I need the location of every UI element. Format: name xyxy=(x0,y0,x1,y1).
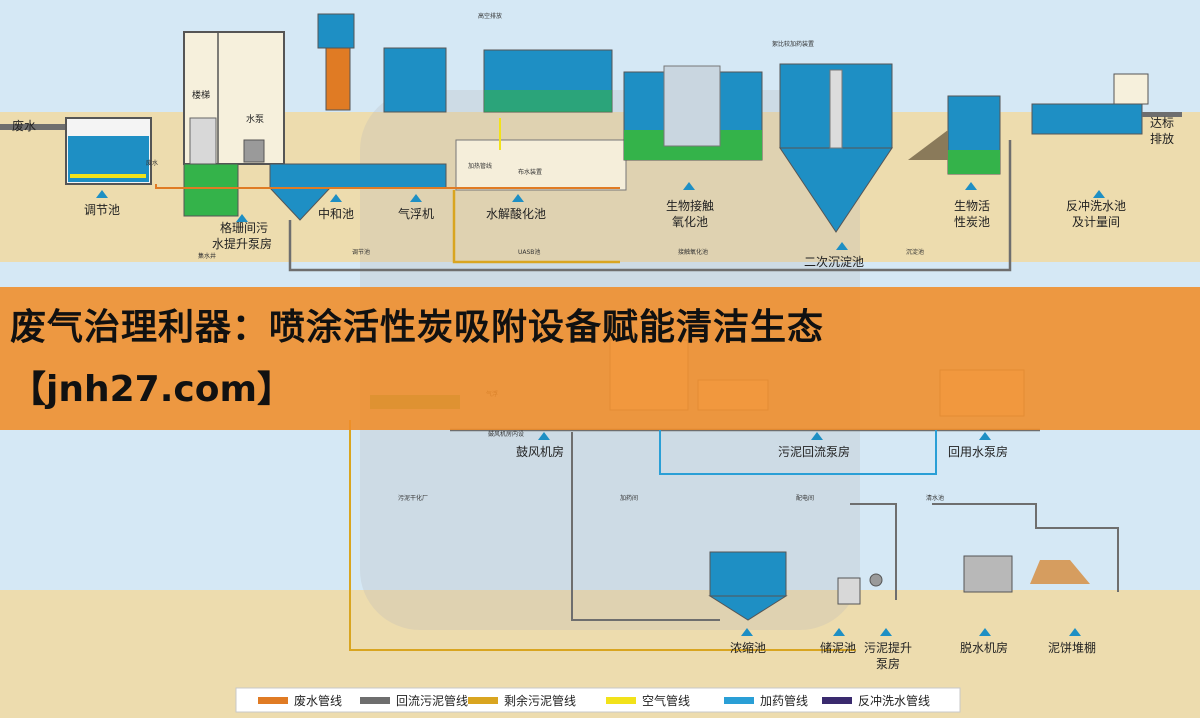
label-hydrolysis-pool: 水解酸化池 xyxy=(486,206,546,221)
label-dewatering-room: 脱水机房 xyxy=(960,640,1008,655)
dosing-top-tank xyxy=(317,13,355,49)
small-distribution: 布水装置 xyxy=(518,168,542,176)
hydrolysis-base xyxy=(455,139,627,191)
small-waste-water: 废水 xyxy=(146,159,158,167)
sludge-to-thickener xyxy=(571,432,720,621)
dewatering-machine xyxy=(963,555,1013,593)
thickener-tank xyxy=(709,551,787,597)
label-air-floater: 气浮机 xyxy=(398,206,434,221)
label-sludge-lift-2: 泵房 xyxy=(876,656,900,671)
label-thickener: 浓缩池 xyxy=(730,640,766,655)
label-grid-room-2: 水提升泵房 xyxy=(212,236,272,251)
legend-bar xyxy=(235,687,961,713)
metering-room xyxy=(1113,73,1149,105)
label-reuse-pump: 回用水泵房 xyxy=(948,444,1008,459)
small-sludge-dry: 污泥干化厂 xyxy=(398,494,428,502)
label-grid-room-1: 格珊间污 xyxy=(220,220,268,235)
air-pipe-reg xyxy=(70,174,146,178)
legend-swatch xyxy=(822,697,852,704)
settling-center-pipe xyxy=(829,69,843,149)
return-sludge-pipe-top xyxy=(288,140,1012,272)
backwash-tank xyxy=(1031,103,1143,135)
label-bio-contact-1: 生物接触 xyxy=(666,198,714,213)
waste-pipe-top xyxy=(155,184,620,189)
pump-unit xyxy=(243,139,265,163)
inlet-pipe xyxy=(0,124,66,130)
small-control-room: 配电间 xyxy=(796,494,814,502)
sludge-storage-tank xyxy=(837,577,861,605)
excess-sludge-pipe-top xyxy=(452,190,620,264)
label-pump: 水泵 xyxy=(246,113,264,125)
legend-label: 空气管线 xyxy=(642,693,690,708)
small-clear-pool: 清水池 xyxy=(926,494,944,502)
thickener-cone xyxy=(708,595,788,621)
label-regulating-pool: 调节池 xyxy=(84,203,120,217)
label-discharge-2: 排放 xyxy=(1150,131,1174,146)
small-high-exhaust: 高空排放 xyxy=(478,12,502,20)
dosing-column xyxy=(325,47,351,111)
lift-pipe xyxy=(850,503,897,600)
small-sump: 集水井 xyxy=(198,252,216,260)
label-stairs: 楼梯 xyxy=(192,89,210,101)
small-blower: 鼓风机房内设 xyxy=(488,430,524,438)
label-waste-water: 废水 xyxy=(12,118,36,133)
air-floater-tank xyxy=(383,47,447,113)
dosing-pipe-mid xyxy=(659,430,937,475)
label-bio-carbon-2: 性炭池 xyxy=(954,215,990,229)
label-bio-contact-2: 氧化池 xyxy=(672,215,708,229)
small-settle: 沉淀池 xyxy=(906,248,924,256)
small-heating: 加热管线 xyxy=(468,162,492,170)
legend-label: 剩余污泥管线 xyxy=(504,693,576,708)
headline-url[interactable]: 【jnh27.com】 xyxy=(10,369,293,410)
label-backwash-2: 及计量间 xyxy=(1072,215,1120,229)
label-cake-shed: 泥饼堆棚 xyxy=(1048,640,1096,655)
label-neutralizing-pool: 中和池 xyxy=(318,206,354,221)
cake-pile xyxy=(1030,560,1090,584)
small-bio: 接触氧化池 xyxy=(678,248,708,256)
label-bio-carbon-1: 生物活 xyxy=(954,199,990,213)
label-markers xyxy=(96,182,1105,636)
stairs-block xyxy=(189,117,217,165)
bio-contact-media xyxy=(663,65,721,147)
discharge-pipe xyxy=(1142,112,1182,117)
label-sludge-storage: 储泥池 xyxy=(820,640,856,655)
neutralizing-tank xyxy=(269,163,447,189)
legend-swatch xyxy=(360,697,390,704)
legend-swatch xyxy=(468,697,498,704)
carbon-heap xyxy=(908,130,948,160)
small-dosing-device: 絮比较加药装置 xyxy=(772,40,814,48)
legend-label: 回流污泥管线 xyxy=(396,693,468,708)
grid-sump xyxy=(183,163,239,217)
legend-swatch xyxy=(258,697,288,704)
small-dosing-room: 加药间 xyxy=(620,494,638,502)
legend: 废水管线 回流污泥管线 剩余污泥管线 空气管线 加药管线 反冲洗水管线 xyxy=(258,693,930,708)
headline-banner xyxy=(0,287,1200,430)
legend-label: 加药管线 xyxy=(760,693,808,708)
shed-frame xyxy=(932,503,1119,592)
label-discharge-1: 达标 xyxy=(1150,116,1174,130)
legend-label: 废水管线 xyxy=(294,693,342,708)
excess-sludge-pipe-low xyxy=(349,420,856,651)
sludge-lift-pump xyxy=(869,573,883,587)
legend-swatch xyxy=(724,697,754,704)
label-backwash-1: 反冲洗水池 xyxy=(1066,198,1126,213)
label-sludge-return-pump: 污泥回流泵房 xyxy=(778,444,850,459)
headline-title: 废气治理利器：喷涂活性炭吸附设备赋能清洁生态 xyxy=(10,307,825,348)
label-sludge-lift-1: 污泥提升 xyxy=(864,640,912,655)
legend-label: 反冲洗水管线 xyxy=(858,693,930,708)
label-secondary-settling: 二次沉淀池 xyxy=(804,255,864,269)
legend-swatch xyxy=(606,697,636,704)
small-reg-pool: 调节池 xyxy=(352,248,370,256)
label-blower-room: 鼓风机房 xyxy=(516,444,564,459)
small-uasb: UASB池 xyxy=(518,248,540,256)
